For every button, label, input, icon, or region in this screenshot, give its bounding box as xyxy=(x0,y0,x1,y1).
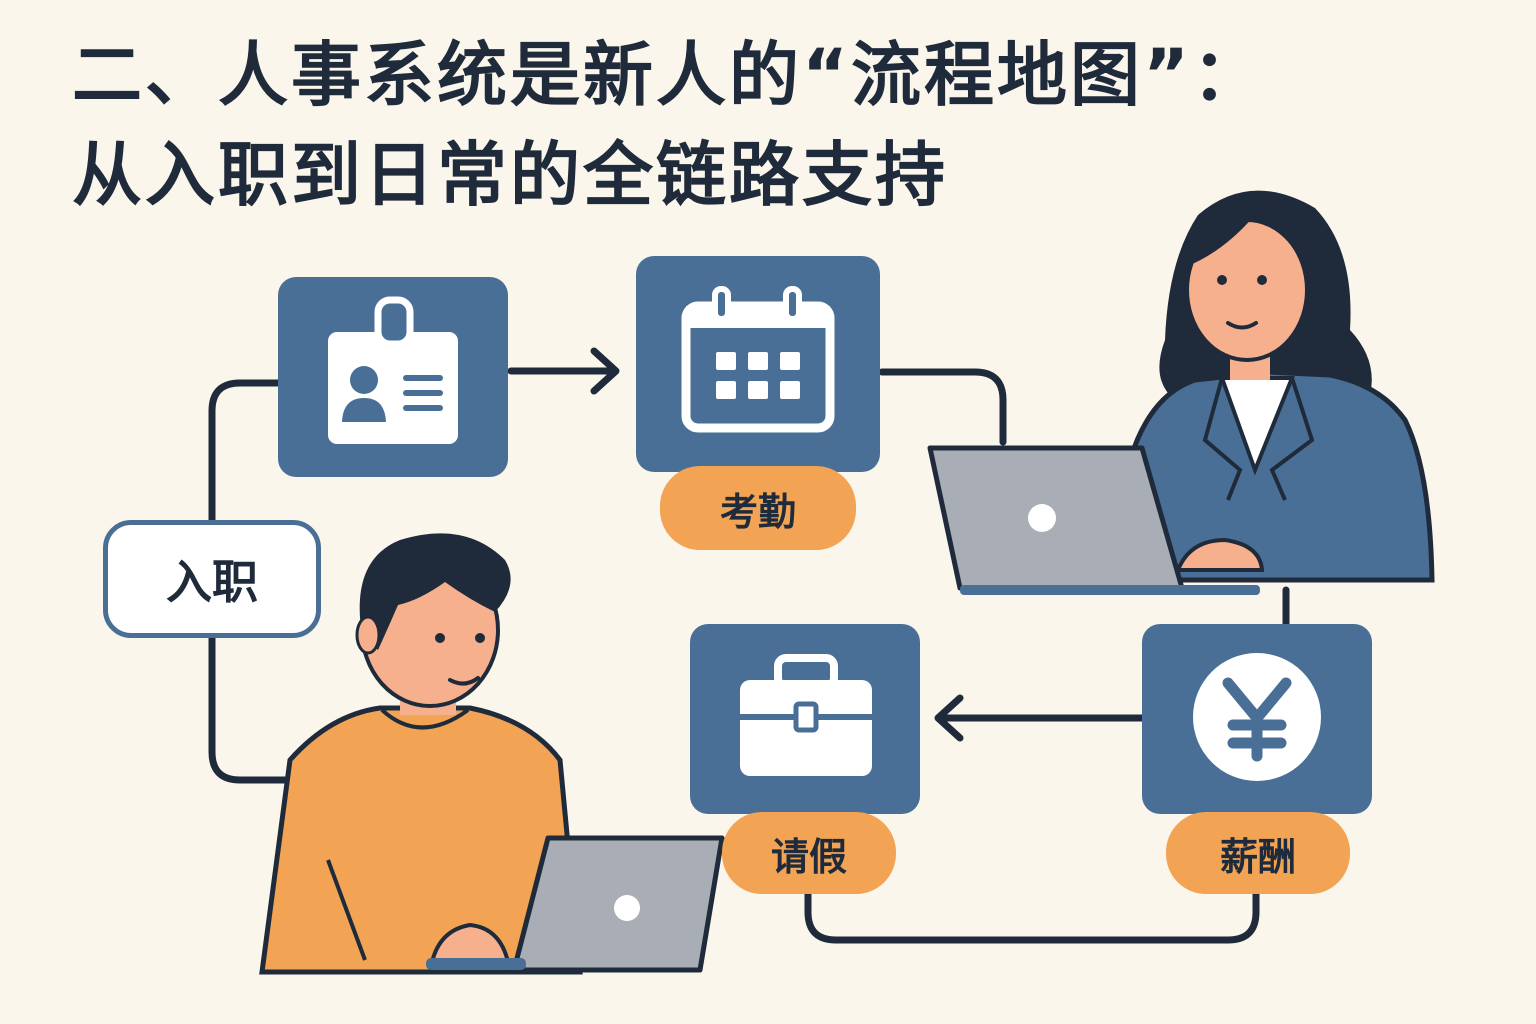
man-employee-illustration xyxy=(259,533,725,975)
man-hair xyxy=(359,533,511,650)
yen-coin-icon xyxy=(1193,653,1321,781)
arrow-head-left-icon xyxy=(934,694,964,742)
connector-attendance-to-woman xyxy=(878,368,1007,446)
step-label-payroll[interactable]: 薪酬 xyxy=(1166,812,1350,894)
connector-leave-to-payroll-loop xyxy=(804,889,1260,944)
briefcase-icon xyxy=(740,654,872,776)
step-label-leave[interactable]: 请假 xyxy=(722,812,896,894)
step-tile-attendance[interactable] xyxy=(636,256,880,472)
page-title-line-2: 从入职到日常的全链路支持 xyxy=(72,134,948,216)
step-label-attendance[interactable]: 考勤 xyxy=(660,466,856,550)
woman-hair-front xyxy=(1186,204,1312,285)
step-tile-onboarding[interactable] xyxy=(278,277,508,477)
laptop-icon-woman xyxy=(927,445,1260,595)
arrow-head-right-icon xyxy=(590,347,620,395)
man-hands xyxy=(429,922,511,964)
step-tile-leave[interactable] xyxy=(690,624,920,814)
laptop-icon-man xyxy=(426,835,725,973)
woman-hands xyxy=(1175,537,1265,572)
step-label-onboarding[interactable]: 入职 xyxy=(103,520,321,638)
step-tile-payroll[interactable] xyxy=(1142,624,1372,814)
man-sweater xyxy=(259,705,583,975)
page-title-line-1: 二、人事系统是新人的“流程地图”： xyxy=(72,34,1266,116)
woman-employee-illustration xyxy=(927,190,1435,595)
woman-jacket xyxy=(1127,369,1435,583)
calendar-icon xyxy=(681,286,835,433)
id-badge-icon xyxy=(328,296,458,444)
